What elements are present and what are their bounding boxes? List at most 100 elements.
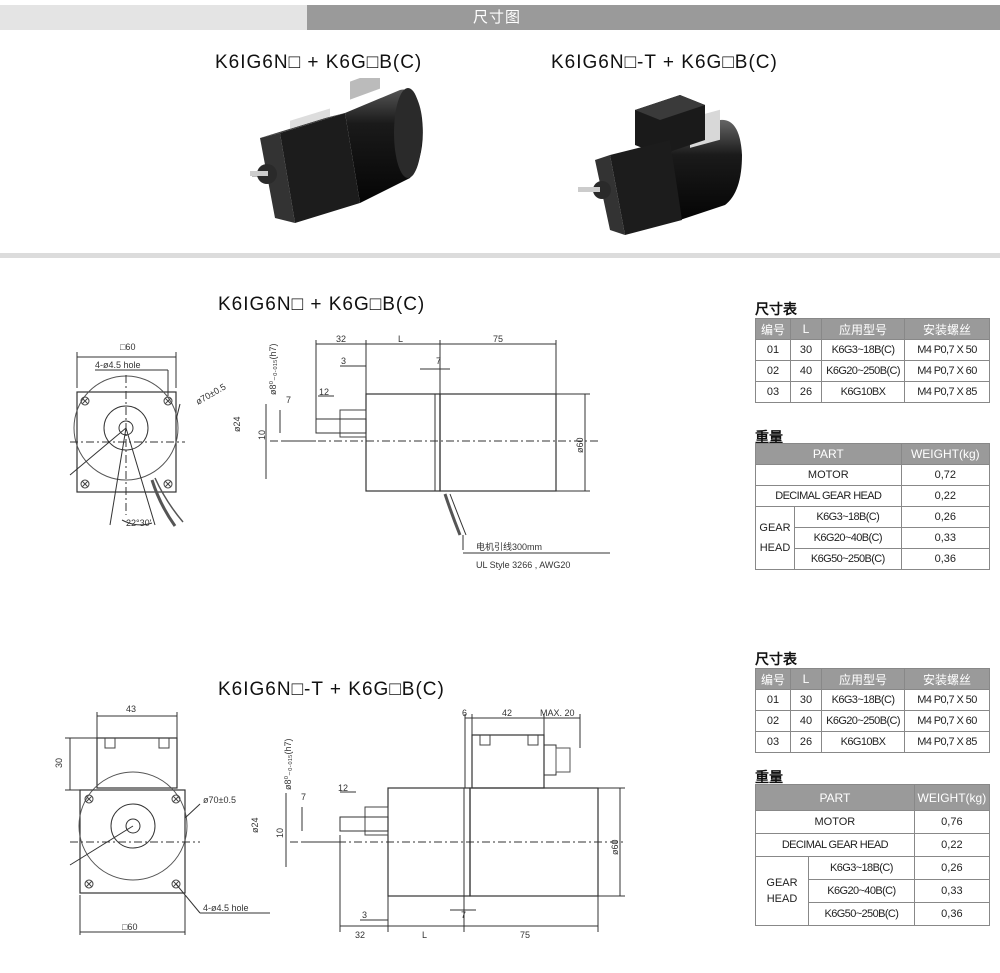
table-cell: 02	[755, 360, 791, 382]
table-cell: 0,33	[900, 527, 991, 549]
table-cell: 0,76	[913, 810, 991, 834]
table-cell: M4 P0,7 X 60	[904, 710, 990, 732]
table-row: MOTOR 0,76	[755, 810, 991, 834]
gear-label-line2: HEAD	[759, 542, 791, 554]
table-cell: M4 P0,7 X 50	[904, 689, 990, 711]
gear-head-label: GEAR HEAD	[755, 506, 795, 570]
table-row: 03 26 K6G10BX M4 P0,7 X 85	[755, 381, 990, 403]
d1-dim-7b: 7	[436, 356, 441, 366]
table-row: K6G50~250B(C) 0,36	[756, 902, 991, 926]
table-row: K6G20~40B(C) 0,33	[756, 527, 991, 549]
weight-table-2: PART WEIGHT(kg) MOTOR 0,76 DECIMAL GEAR …	[755, 784, 991, 926]
table-cell: 02	[755, 710, 791, 732]
section-separator	[0, 253, 1000, 258]
d2-dim-12: 12	[338, 783, 348, 793]
size-table: 编号 L 应用型号 安装螺丝 01 30 K6G3~18B(C) M4 P0,7…	[755, 318, 990, 403]
d2-dim-10: 10	[275, 828, 285, 838]
table-cell: K6G20~40B(C)	[808, 879, 915, 903]
table-cell: 0,72	[900, 464, 991, 486]
d2-dim-42: 42	[502, 708, 512, 718]
drawing1-side-view	[270, 393, 600, 550]
table-cell: 0,22	[900, 485, 991, 507]
motor-photo-standard	[250, 78, 423, 223]
table-cell: K6G10BX	[821, 731, 905, 753]
table-cell: K6G3~18B(C)	[821, 689, 905, 711]
d2-dim-75: 75	[520, 930, 530, 940]
table-cell: DECIMAL GEAR HEAD	[755, 485, 902, 507]
d2-max-label: MAX. 20	[540, 708, 575, 718]
table-cell: 40	[790, 360, 822, 382]
table-row: MOTOR 0,72	[755, 464, 991, 486]
d1-circle-label: ø70±0.5	[194, 382, 228, 407]
d1-dim-3: 3	[341, 356, 346, 366]
size-table-2: 编号 L 应用型号 安装螺丝 01 30 K6G3~18B(C) M4 P0,7…	[755, 668, 990, 753]
table-cell: K6G10BX	[821, 381, 905, 403]
d1-dim-75: 75	[493, 334, 503, 344]
size-table-title: 尺寸表	[755, 301, 797, 317]
weight-col-part: PART	[755, 443, 902, 465]
drawing2-side-view	[290, 734, 625, 897]
table-cell: M4 P0,7 X 50	[904, 339, 990, 361]
table-row: K6G50~250B(C) 0,36	[756, 548, 991, 570]
drawing1: □60 4-ø4.5 hole ø70±0.5 22°30' 32 L 75 3…	[69, 334, 610, 570]
table-row: 01 30 K6G3~18B(C) M4 P0,7 X 50	[755, 689, 990, 711]
table-row: 02 40 K6G20~250B(C) M4 P0,7 X 60	[755, 710, 990, 732]
d1-angle-label: 22°30'	[126, 518, 152, 528]
d1-dim-L: L	[398, 334, 403, 344]
drawing1-front-view	[69, 352, 185, 527]
table-cell: K6G3~18B(C)	[808, 856, 915, 880]
gear2-label-line2: HEAD	[766, 893, 798, 905]
table-cell: 30	[790, 689, 822, 711]
table-row: 02 40 K6G20~250B(C) M4 P0,7 X 60	[755, 360, 990, 382]
d1-dim-10: 10	[257, 430, 267, 440]
table-cell: M4 P0,7 X 85	[904, 731, 990, 753]
motor-photo-terminal	[578, 95, 742, 235]
table-row: GEAR HEAD K6G3~18B(C) 0,26	[755, 506, 991, 570]
weight-col-weight: WEIGHT(kg)	[900, 443, 991, 465]
size-col-model: 应用型号	[821, 318, 905, 340]
drawing1-title: K6IG6N□ + K6G□B(C)	[218, 294, 426, 315]
size-col-L: L	[790, 318, 822, 340]
d2-dim-L: L	[422, 930, 427, 940]
weight-table-2-title: 重量	[755, 769, 783, 785]
table-cell: K6G20~40B(C)	[794, 527, 902, 549]
table-cell: 0,22	[913, 833, 991, 857]
gear-head-label-2: GEAR HEAD	[755, 856, 809, 926]
d2-square-label: □60	[122, 922, 137, 932]
table-cell: 0,36	[913, 902, 991, 926]
table-row: 01 30 K6G3~18B(C) M4 P0,7 X 50	[755, 339, 990, 361]
size2-col-model: 应用型号	[821, 668, 905, 690]
d1-ul-label: UL Style 3266 , AWG20	[476, 560, 570, 570]
d2-dim-6: 6	[462, 708, 467, 718]
d1-dim-12: 12	[319, 387, 329, 397]
size-col-no: 编号	[755, 318, 791, 340]
table-row: 03 26 K6G10BX M4 P0,7 X 85	[755, 731, 990, 753]
d2-dim-7b: 7	[461, 910, 466, 920]
table-cell: K6G20~250B(C)	[821, 710, 905, 732]
header-title: 尺寸图	[473, 9, 522, 26]
table-cell: MOTOR	[755, 810, 915, 834]
table-cell: 03	[755, 381, 791, 403]
table-cell: 26	[790, 731, 822, 753]
weight2-col-weight: WEIGHT(kg)	[913, 784, 991, 811]
drawing2-title: K6IG6N□-T + K6G□B(C)	[218, 679, 445, 700]
table-cell: 01	[755, 339, 791, 361]
header-bar: 尺寸图	[307, 5, 1000, 30]
d1-dim-60: ø60	[575, 437, 585, 453]
d1-dim-24: ø24	[232, 416, 242, 432]
weight2-col-part: PART	[755, 784, 915, 811]
d1-shaft-dia: ø8⁰₋₀.₀₁₅(h7)	[268, 343, 278, 395]
drawing2: 43 30 ø70±0.5 4-ø4.5 hole □60 6 42 MAX. …	[54, 704, 625, 940]
top-model-left: K6IG6N□ + K6G□B(C)	[215, 52, 423, 73]
d1-square-label: □60	[120, 342, 135, 352]
size-col-screw: 安装螺丝	[904, 318, 990, 340]
table-cell: M4 P0,7 X 85	[904, 381, 990, 403]
weight-table: PART WEIGHT(kg) MOTOR 0,72 DECIMAL GEAR …	[755, 443, 991, 570]
d2-dim-30: 30	[54, 758, 64, 768]
top-model-right: K6IG6N□-T + K6G□B(C)	[551, 52, 778, 73]
d1-dim-32: 32	[336, 334, 346, 344]
table-cell: 01	[755, 689, 791, 711]
d2-dim-32: 32	[355, 930, 365, 940]
d1-holes-label: 4-ø4.5 hole	[95, 360, 141, 370]
d2-shaft-dia: ø8⁰₋₀.₀₁₅(h7)	[283, 738, 293, 790]
